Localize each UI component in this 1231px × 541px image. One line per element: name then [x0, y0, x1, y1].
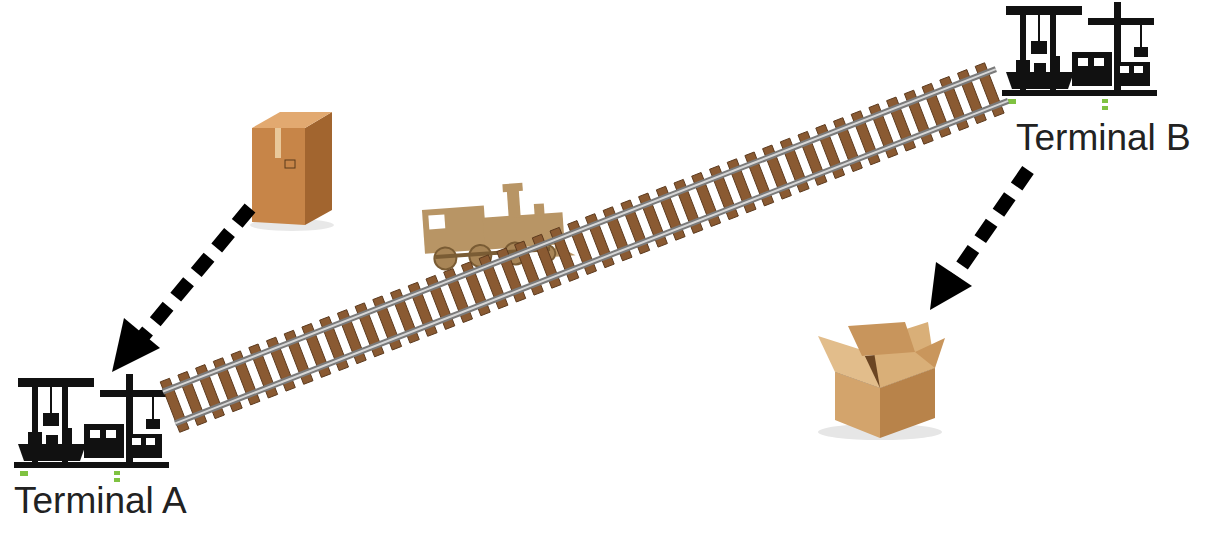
closed-box — [250, 112, 334, 231]
flow-arrow — [930, 170, 1028, 310]
locomotive — [421, 180, 576, 271]
terminal-node: Terminal B — [1002, 2, 1157, 102]
terminal-label: Terminal B — [1016, 117, 1191, 160]
terminal-icon — [14, 374, 169, 482]
terminal-node: Terminal A — [14, 372, 169, 472]
railway-track — [160, 63, 1008, 433]
flow-arrow — [112, 208, 250, 372]
open-box — [818, 322, 945, 440]
terminal-label: Terminal A — [14, 480, 187, 523]
terminal-icon — [1002, 2, 1157, 110]
